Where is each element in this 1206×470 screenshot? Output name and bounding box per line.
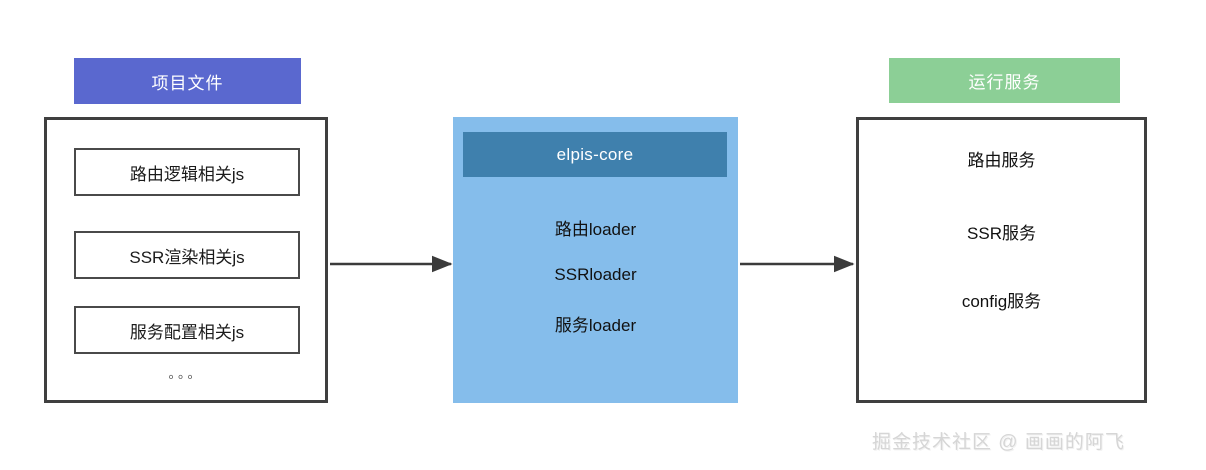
- elpis-core-header: elpis-core: [463, 132, 727, 177]
- file-item-service-config: 服务配置相关js: [74, 306, 300, 354]
- file-item-label: 路由逻辑相关js: [129, 164, 245, 184]
- service-ssr: SSR服务: [967, 224, 1036, 243]
- elpis-core-header-label: elpis-core: [556, 144, 634, 164]
- more-items-ellipsis: 。。。: [168, 366, 204, 381]
- core-loader-route: 路由loader: [554, 220, 637, 239]
- watermark-text: 掘金技术社区 @ 画画的阿飞: [872, 432, 1125, 453]
- file-item-label: SSR渲染相关js: [129, 247, 245, 267]
- runtime-services-panel: 路由服务 SSR服务 config服务: [856, 117, 1147, 403]
- core-loader-service: 服务loader: [554, 316, 637, 335]
- project-files-panel: 路由逻辑相关js SSR渲染相关js 服务配置相关js 。。。: [44, 117, 328, 403]
- runtime-services-banner-label: 运行服务: [968, 73, 1041, 92]
- service-route: 路由服务: [967, 151, 1036, 170]
- file-item-route-logic: 路由逻辑相关js: [74, 148, 300, 196]
- core-loader-ssr: SSRloader: [554, 265, 637, 284]
- runtime-services-banner: 运行服务: [889, 58, 1120, 103]
- project-files-banner: 项目文件: [74, 58, 301, 104]
- service-config: config服务: [961, 292, 1042, 311]
- file-item-label: 服务配置相关js: [129, 322, 245, 342]
- elpis-core-block: elpis-core 路由loader SSRloader 服务loader: [453, 117, 738, 403]
- file-item-ssr-render: SSR渲染相关js: [74, 231, 300, 279]
- project-files-banner-label: 项目文件: [151, 73, 224, 93]
